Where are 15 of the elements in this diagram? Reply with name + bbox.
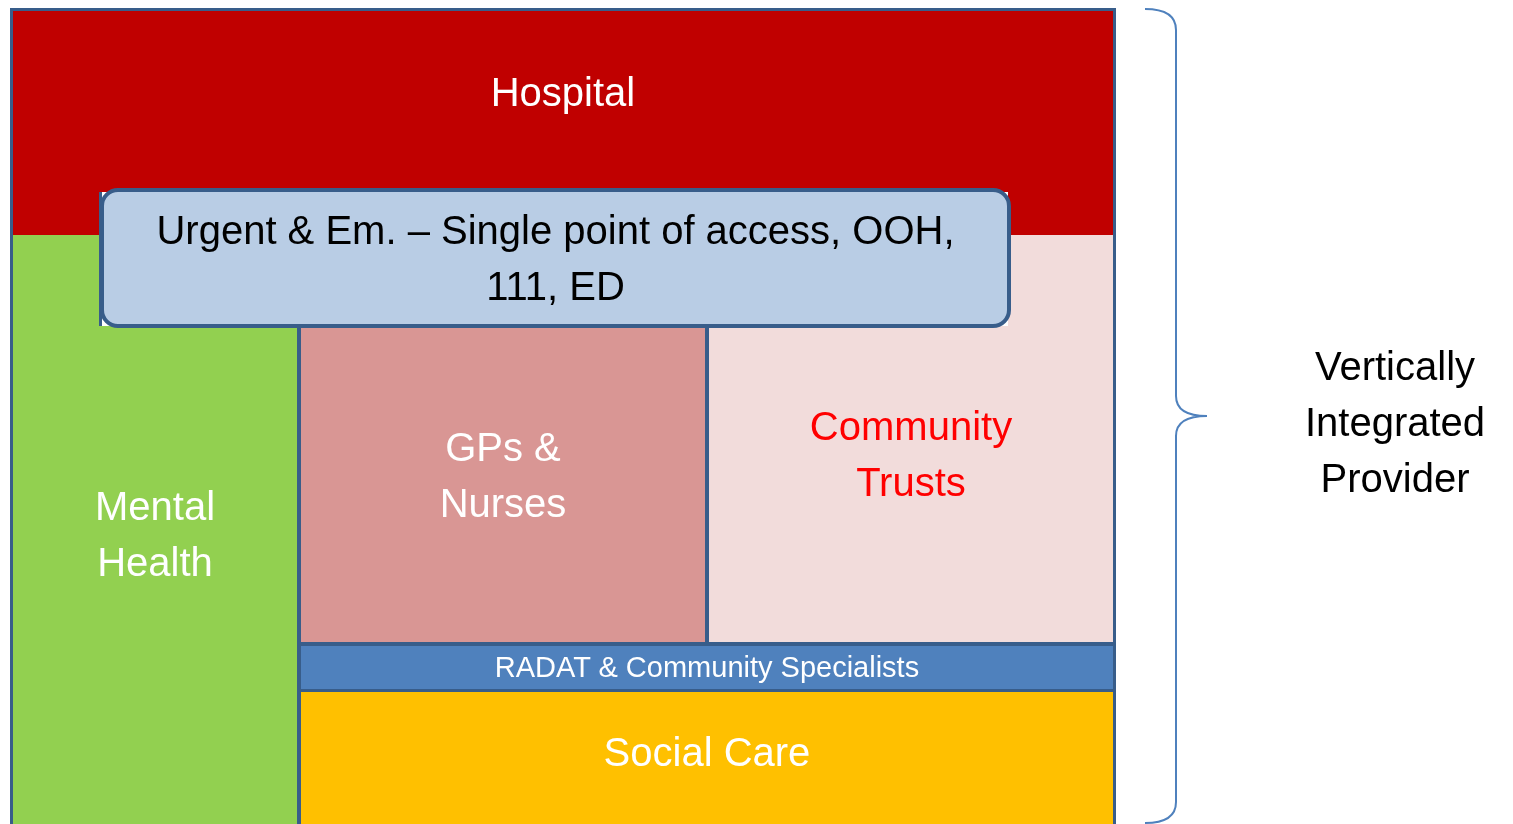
bracket-label: Vertically Integrated Provider: [1303, 343, 1487, 502]
mental-health-block: [10, 326, 300, 824]
block-label: Hospital: [490, 68, 636, 116]
block-label: Mental Health: [93, 483, 217, 586]
block-label: GPs & Nurses: [438, 424, 568, 527]
hospital-block: [10, 8, 1116, 192]
block-label: Urgent & Em. – Single point of access, OOH, 111, ED: [155, 207, 956, 310]
block-label: Social Care: [603, 729, 811, 776]
access-banner: [100, 188, 1011, 328]
specialists-band: [298, 643, 1116, 692]
social-care-block: [298, 689, 1116, 824]
community-block: [706, 326, 1116, 645]
block-label: RADAT & Community Specialists: [494, 650, 920, 686]
gp-block: [298, 325, 708, 645]
block-label: Community Trusts: [808, 403, 1014, 506]
